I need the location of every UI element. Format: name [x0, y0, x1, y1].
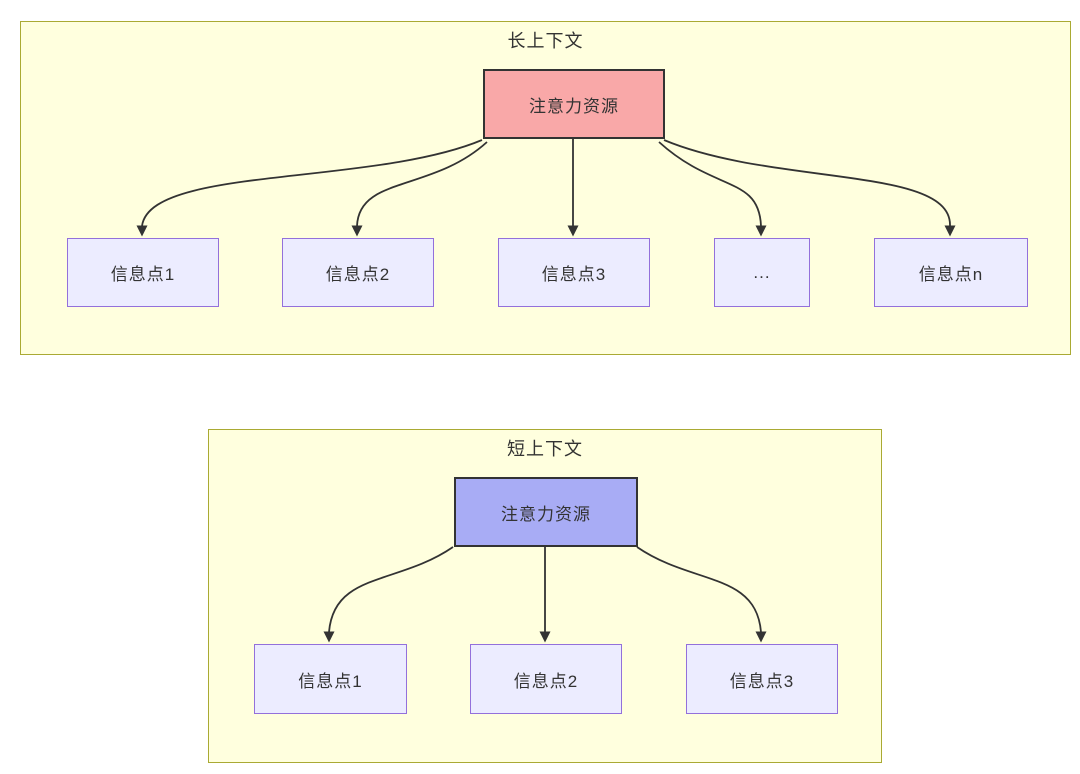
short-info-point-1-node: 信息点1 — [254, 644, 407, 714]
long-info-point-1-node: 信息点1 — [67, 238, 219, 307]
short-info-point-2-node: 信息点2 — [470, 644, 622, 714]
short-attention-resource-node: 注意力资源 — [454, 477, 638, 547]
long-context-container: 长上下文 注意力资源 信息点1 信息点2 信息点3 ... 信息点n — [20, 21, 1071, 355]
long-attention-resource-node: 注意力资源 — [483, 69, 665, 139]
long-info-point-ellipsis-node: ... — [714, 238, 810, 307]
short-context-title: 短上下文 — [507, 439, 583, 459]
short-context-container: 短上下文 注意力资源 信息点1 信息点2 信息点3 — [208, 429, 882, 763]
short-info-point-3-node: 信息点3 — [686, 644, 838, 714]
long-info-point-n-node: 信息点n — [874, 238, 1028, 307]
long-context-title: 长上下文 — [507, 31, 584, 51]
long-info-point-3-node: 信息点3 — [498, 238, 650, 307]
long-info-point-2-node: 信息点2 — [282, 238, 434, 307]
